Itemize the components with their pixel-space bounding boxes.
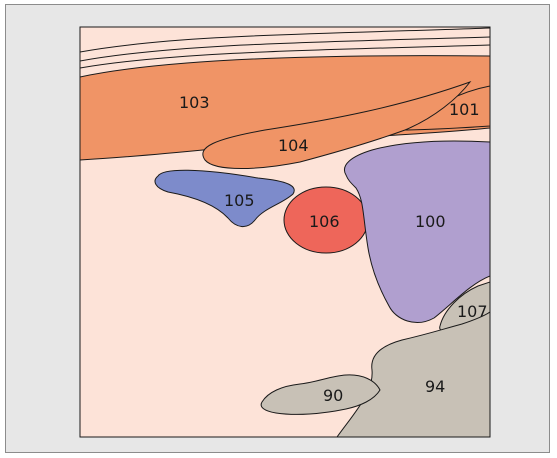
label-105: 105 — [224, 191, 255, 210]
region-105 — [154, 169, 295, 227]
label-104: 104 — [278, 136, 309, 155]
region-104 — [202, 80, 472, 169]
top-band-lines — [80, 27, 490, 53]
region-100 — [344, 140, 490, 323]
label-107: 107 — [457, 302, 488, 321]
label-100: 100 — [415, 212, 446, 231]
label-101: 101 — [449, 100, 480, 119]
top-band-lines-3 — [80, 44, 490, 69]
diagram-border — [79, 26, 491, 438]
top-band-lines-2 — [80, 36, 490, 62]
label-103: 103 — [179, 93, 210, 112]
label-106: 106 — [309, 212, 340, 231]
region-90 — [260, 374, 381, 415]
label-90: 90 — [323, 386, 343, 405]
label-94: 94 — [425, 377, 445, 396]
